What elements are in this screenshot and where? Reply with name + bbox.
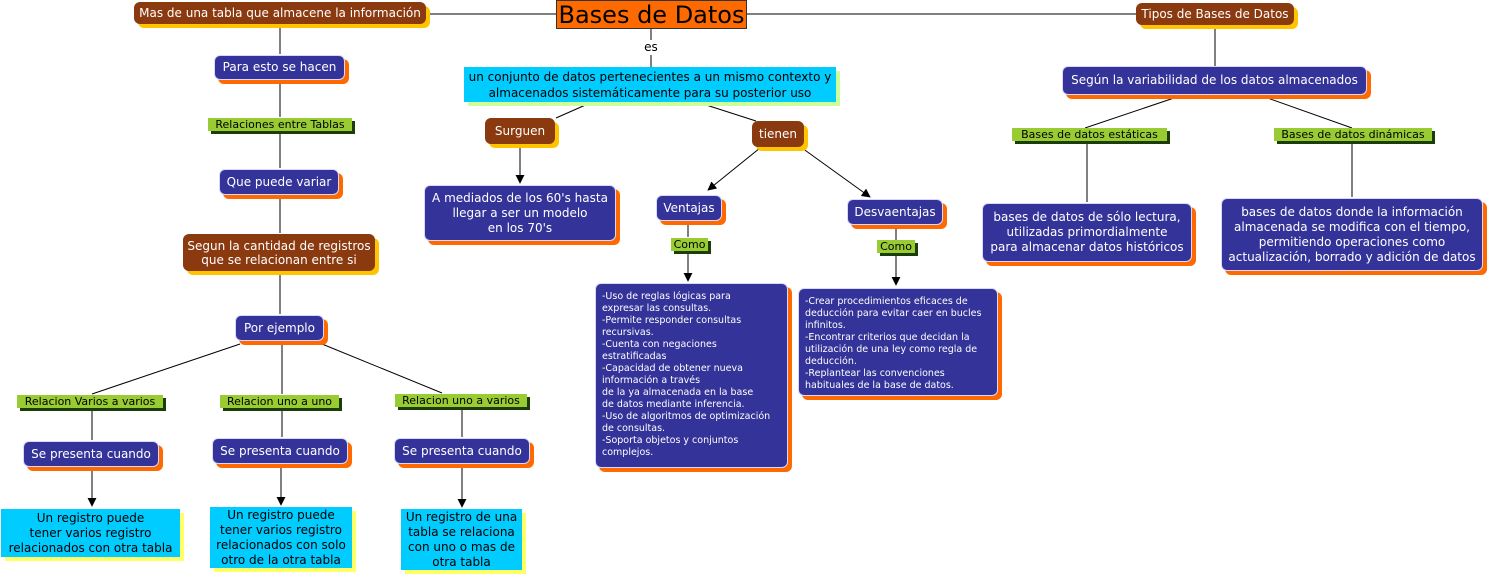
concept-se-presenta-cuando-1[interactable]: Se presenta cuando — [23, 441, 159, 467]
link-label-como-desventajas: Como — [877, 240, 915, 253]
concept-desc-dinamicas[interactable]: bases de datos donde la información alma… — [1221, 198, 1483, 271]
link-label-relaciones-entre-tablas: Relaciones entre Tablas — [208, 118, 352, 131]
link-label-relacion-uno-a-varios: Relacion uno a varios — [395, 394, 527, 407]
link-label-es: es — [640, 40, 662, 54]
concept-mediados-60s[interactable]: A mediados de los 60's hasta llegar a se… — [424, 185, 616, 241]
concept-definicion[interactable]: un conjunto de datos pertenecientes a un… — [464, 67, 836, 102]
concept-segun-cantidad-registros[interactable]: Segun la cantidad de registros que se re… — [183, 234, 375, 271]
concept-tipos-de-bases-de-datos[interactable]: Tipos de Bases de Datos — [1136, 3, 1294, 25]
concept-tienen[interactable]: tienen — [752, 121, 804, 147]
concept-segun-variabilidad[interactable]: Según la variabilidad de los datos almac… — [1062, 66, 1367, 95]
concept-desc-varios-a-varios[interactable]: Un registro puede tener varios registro … — [1, 509, 180, 557]
link-label-bases-estaticas: Bases de datos estáticas — [1012, 128, 1167, 141]
concept-ventajas-lista[interactable]: -Uso de reglas lógicas para expresar las… — [595, 283, 788, 468]
concept-ventajas[interactable]: Ventajas — [656, 195, 722, 221]
root-concept-bases-de-datos[interactable]: Bases de Datos — [556, 0, 747, 29]
link-label-relacion-uno-a-uno: Relacion uno a uno — [220, 395, 339, 408]
concept-se-presenta-cuando-2[interactable]: Se presenta cuando — [212, 438, 348, 464]
concept-surguen[interactable]: Surguen — [485, 118, 555, 144]
concept-que-puede-variar[interactable]: Que puede variar — [219, 169, 339, 195]
concept-por-ejemplo[interactable]: Por ejemplo — [235, 315, 324, 341]
link-label-bases-dinamicas: Bases de datos dinámicas — [1274, 128, 1432, 141]
concept-desventajas-lista[interactable]: -Crear procedimientos eficaces de deducc… — [798, 288, 998, 396]
concept-desc-estaticas[interactable]: bases de datos de sólo lectura, utilizad… — [982, 203, 1192, 262]
concept-para-esto-se-hacen[interactable]: Para esto se hacen — [214, 55, 345, 80]
link-label-como-ventajas: Como — [671, 238, 708, 251]
concept-desventajas[interactable]: Desvaentajas — [847, 199, 943, 225]
concept-desc-uno-a-varios[interactable]: Un registro de una tabla se relaciona co… — [401, 509, 522, 570]
concept-se-presenta-cuando-3[interactable]: Se presenta cuando — [394, 438, 530, 464]
link-label-relacion-varios-a-varios: Relacion Varios a varios — [17, 395, 163, 408]
concept-mas-de-una-tabla[interactable]: Mas de una tabla que almacene la informa… — [134, 2, 426, 24]
concept-desc-uno-a-uno[interactable]: Un registro puede tener varios registro … — [210, 507, 352, 568]
